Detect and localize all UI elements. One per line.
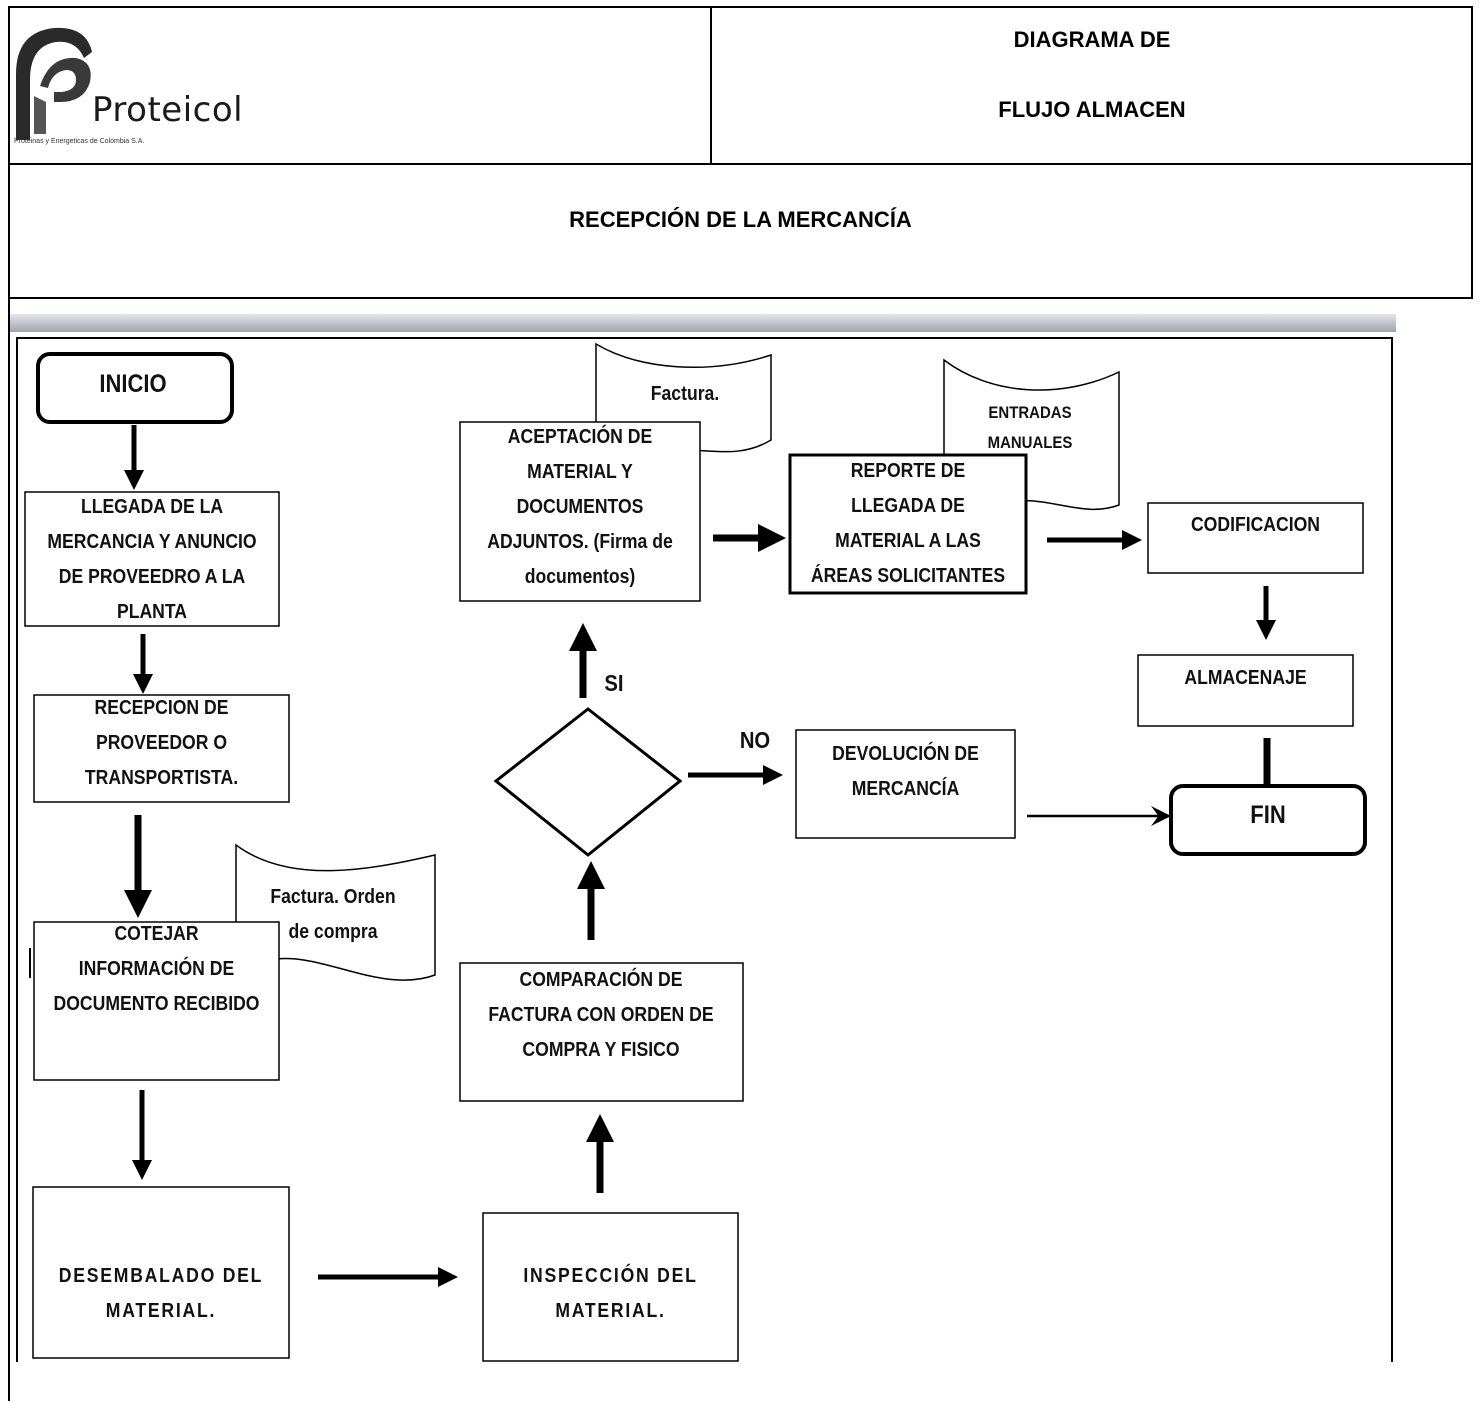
page-subtitle: RECEPCIÓN DE LA MERCANCÍA — [569, 207, 912, 232]
table-border-top — [8, 6, 1473, 8]
header-divider-1 — [8, 163, 1473, 165]
label-inspeccion: INSPECCIÓN DEL MATERIAL. — [523, 1265, 698, 1322]
start-terminator — [36, 352, 234, 424]
label-recepcion: RECEPCION DE PROVEEDOR O TRANSPORTISTA. — [84, 696, 239, 789]
logo-mark-icon — [16, 27, 92, 140]
box-llegada — [24, 491, 280, 627]
decision-diamond — [493, 707, 683, 857]
label-llegada: LLEGADA DE LA MERCANCIA Y ANUNCIO DE PRO… — [47, 496, 257, 623]
document-shape-cotejar — [235, 843, 436, 981]
label-desembalado: DESEMBALADO DEL MATERIAL. — [58, 1265, 264, 1322]
header-divider-2 — [8, 297, 1473, 299]
decision-yes-label: SI — [604, 669, 624, 696]
table-border-right — [1471, 6, 1473, 299]
decision-no-label: NO — [739, 726, 771, 753]
label-reporte: REPORTE DE LLEGADA DE MATERIAL A LAS ÁRE… — [810, 460, 1006, 587]
end-label: FIN — [1250, 800, 1286, 829]
box-cotejar — [33, 921, 280, 1081]
box-comparacion — [459, 962, 744, 1102]
logo-name: Proteicol — [92, 90, 244, 130]
box-reporte — [788, 453, 1028, 595]
box-aceptacion — [459, 421, 701, 602]
box-almacenaje — [1137, 654, 1354, 727]
label-devolucion: DEVOLUCIÓN DE MERCANCÍA — [832, 743, 979, 800]
label-comparacion: COMPARACIÓN DE FACTURA CON ORDEN DE COMP… — [488, 968, 714, 1061]
logo-tagline: Proteinas y Energeticas de Colombia S.A. — [14, 138, 145, 145]
start-label: INICIO — [99, 369, 167, 398]
page-title-line2: FLUJO ALMACEN — [998, 97, 1186, 122]
box-recepcion — [33, 694, 290, 803]
label-codificacion: CODIFICACION — [1190, 513, 1321, 536]
header-divider-vertical — [710, 6, 712, 164]
box-devolucion — [795, 729, 1016, 839]
label-almacenaje: ALMACENAJE — [1184, 666, 1307, 689]
box-desembalado — [32, 1186, 290, 1359]
doc-label-cotejar: Factura. Orden de compra — [270, 886, 396, 943]
doc-label-aceptacion: Factura. — [650, 383, 720, 405]
page-title-line1: DIAGRAMA DE — [1013, 27, 1171, 52]
table-border-left — [8, 6, 10, 1401]
label-aceptacion: ACEPTACIÓN DE MATERIAL Y DOCUMENTOS ADJU… — [487, 425, 673, 588]
box-inspeccion — [482, 1212, 739, 1362]
label-cotejar: COTEJAR INFORMACIÓN DE DOCUMENTO RECIBID… — [53, 922, 260, 1015]
box-codificacion — [1147, 502, 1364, 574]
diagram-top-bar — [10, 314, 1396, 332]
doc-label-reporte: ENTRADAS MANUALES — [987, 403, 1073, 452]
